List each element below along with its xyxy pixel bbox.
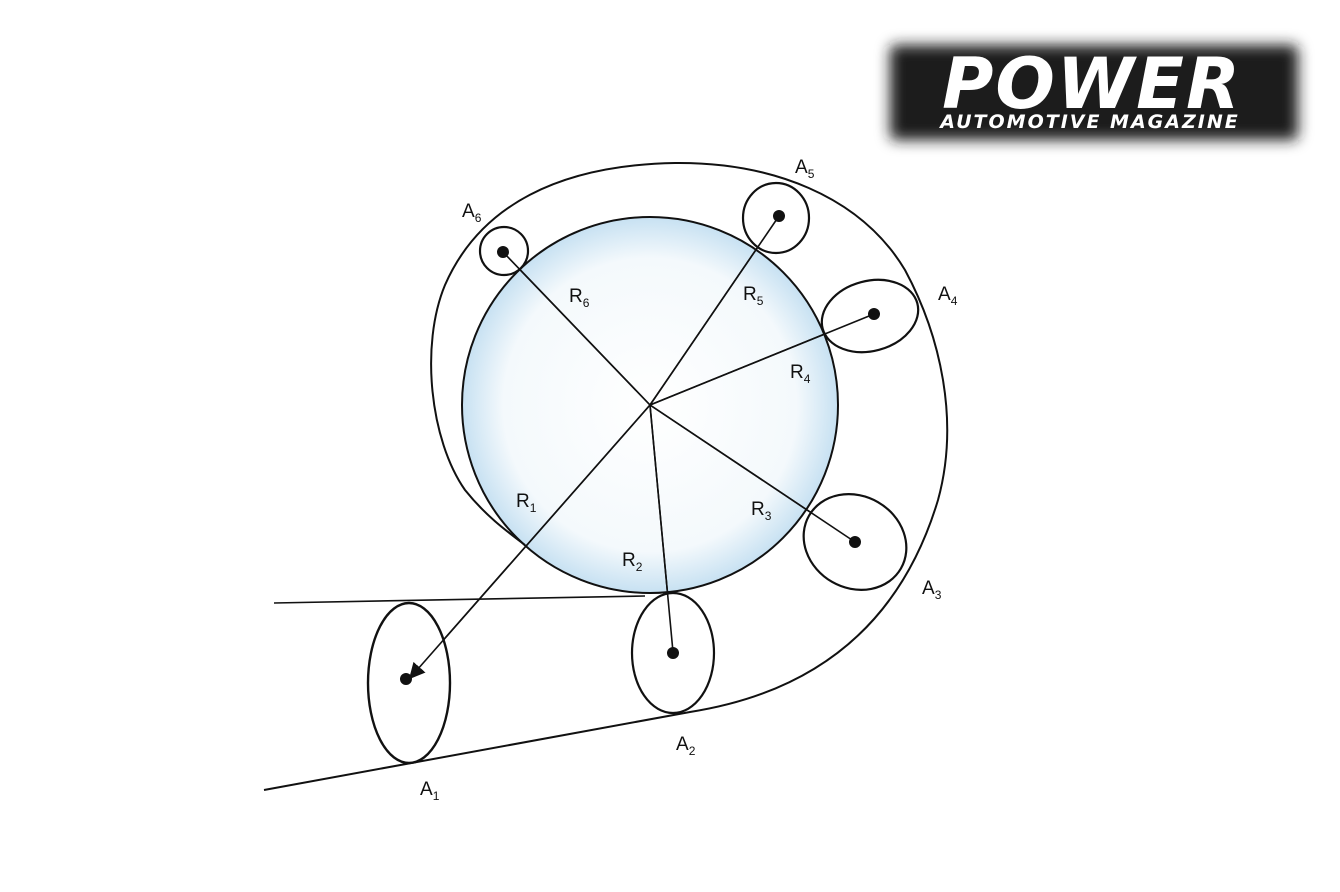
label-a2: A2 [676,734,696,758]
radius-line-r5-overlay [649,215,780,406]
tangent-line [273,595,646,604]
radius-line-r3-overlay [649,404,856,543]
label-r3: R3 [751,499,772,523]
power-logo: POWER AUTOMOTIVE MAGAZINE [890,43,1298,140]
roller-a5 [741,181,811,255]
roller-a6 [478,225,530,277]
roller-center-dot [667,647,679,659]
logo-subtitle: AUTOMOTIVE MAGAZINE [938,111,1239,133]
label-r4: R4 [790,362,811,386]
label-r2: R2 [622,550,643,574]
label-a4: A4 [938,284,958,308]
label-a6: A6 [462,201,482,225]
radius-line-r2-overlay [649,404,674,653]
roller-a2 [630,591,716,715]
logo-title: POWER [942,43,1242,125]
label-a1: A1 [420,779,440,803]
label-r1: R1 [516,491,537,515]
logo-background [890,45,1298,140]
radius-line-r6-overlay [502,251,651,406]
label-r5: R5 [743,284,764,308]
involute-curve [263,161,949,791]
label-a3: A3 [922,578,942,602]
radius-line-r1-overlay [408,404,651,680]
label-r6: R6 [569,286,590,310]
radius-line-r4-overlay [649,313,875,406]
roller-a1 [366,601,452,765]
roller-center-dot [400,673,412,685]
label-a5: A5 [795,157,815,181]
